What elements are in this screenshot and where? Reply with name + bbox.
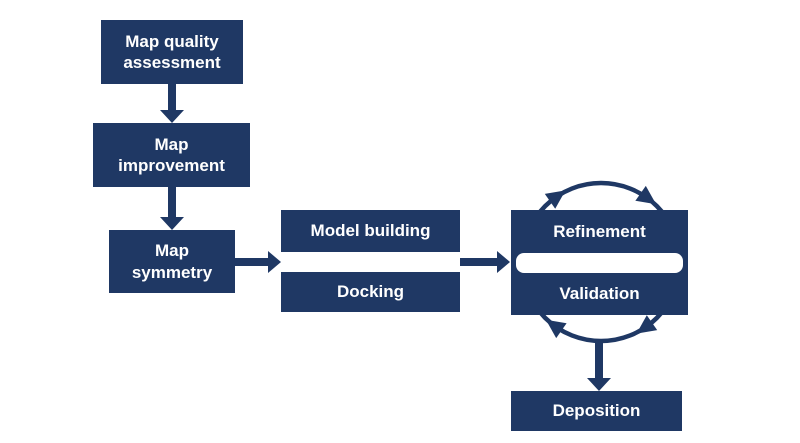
node-label: Deposition (552, 401, 641, 421)
cycle-arrowhead-top-left-icon (544, 190, 566, 209)
node-deposition: Deposition (511, 391, 682, 431)
node-label: Map improvement (118, 134, 225, 175)
node-refinement: Refinement (511, 210, 688, 253)
node-label: Refinement (553, 221, 646, 241)
arrow-map-symmetry-to-model-building (235, 251, 281, 273)
cycle-arrowhead-bottom-left-icon (545, 319, 567, 339)
node-map-quality-assessment: Map quality assessment (101, 20, 243, 84)
cycle-arrowhead-top-right-icon (635, 185, 657, 205)
cluster-divider (516, 253, 683, 273)
node-label: Model building (310, 221, 431, 241)
node-map-improvement: Map improvement (93, 123, 250, 187)
cycle-arrowhead-bottom-right-icon (636, 315, 658, 334)
node-label: Validation (559, 284, 640, 303)
node-label: Docking (336, 282, 405, 302)
node-map-symmetry: Map symmetry (109, 230, 235, 293)
node-refinement-validation-cluster: Refinement Validation (511, 210, 688, 315)
node-docking: Docking (281, 272, 460, 312)
arrow-map-quality-to-map-improvement (160, 84, 184, 123)
arrow-map-improvement-to-map-symmetry (160, 187, 184, 230)
node-validation: Validation (511, 273, 688, 315)
node-model-building: Model building (281, 210, 460, 252)
node-label: Map quality assessment (123, 31, 221, 72)
arrow-cycle-to-deposition (587, 340, 611, 391)
node-label: Map symmetry (131, 241, 213, 282)
arrow-model-building-to-refinement (460, 251, 510, 273)
